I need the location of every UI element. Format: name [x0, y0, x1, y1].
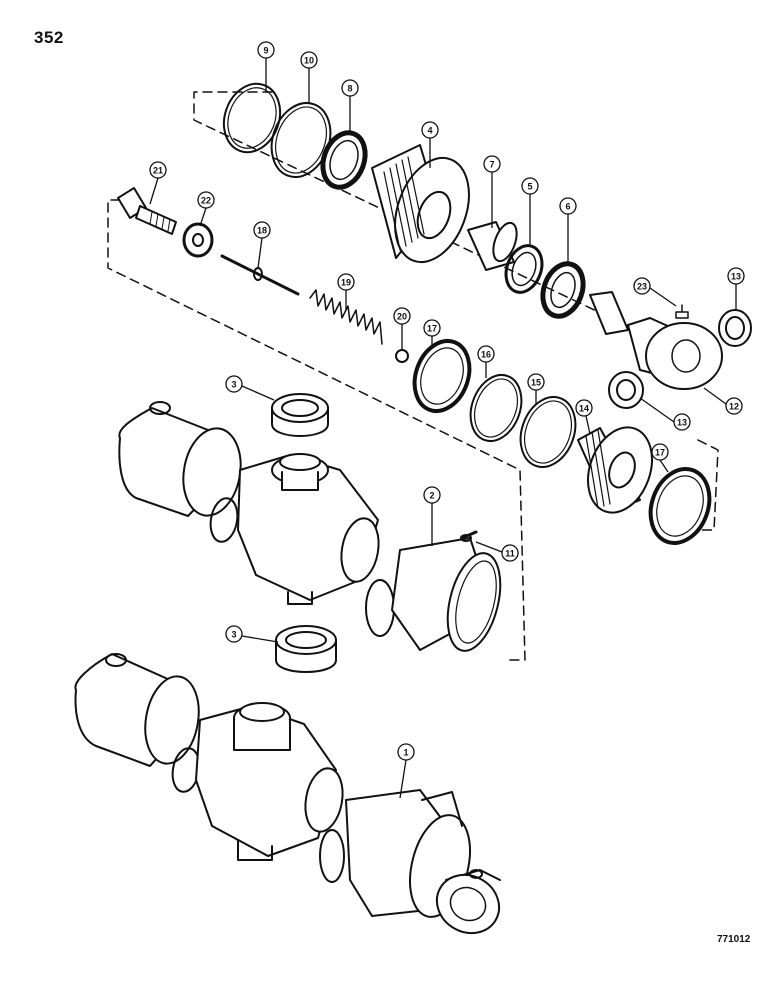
callout-label: 8 [347, 84, 352, 94]
callout-17-lower: 17 [651, 443, 669, 473]
callout-2: 2 [423, 486, 441, 546]
callout-13-upper: 13 [727, 267, 745, 310]
callout-20: 20 [393, 307, 411, 350]
callout-label: 17 [427, 324, 437, 334]
dashed-bracket-right [697, 439, 719, 531]
callout-7: 7 [483, 155, 501, 228]
part-5-wiper [504, 244, 544, 294]
callout-label: 7 [489, 160, 494, 170]
part-17-ring-upper [412, 339, 472, 413]
callout-3-lower: 3 [225, 625, 279, 643]
part-12-rod-eye [589, 291, 723, 390]
callout-label: 22 [201, 196, 211, 206]
callout-label: 13 [731, 272, 741, 282]
callout-label: 13 [677, 418, 687, 428]
part-17-ring-lower [648, 467, 712, 545]
callout-10: 10 [300, 51, 318, 104]
callout-label: 5 [527, 182, 532, 192]
callout-6: 6 [559, 197, 577, 264]
callout-label: 20 [397, 312, 407, 322]
callout-label: 1 [403, 748, 408, 758]
part-11-screw [460, 530, 478, 542]
callout-label: 4 [427, 126, 432, 136]
callout-12: 12 [703, 387, 743, 415]
callout-22: 22 [197, 191, 215, 227]
part-9-o-ring [222, 82, 282, 154]
callout-label: 11 [505, 549, 515, 559]
callout-8: 8 [341, 79, 359, 134]
callout-label: 23 [637, 282, 647, 292]
callout-11: 11 [475, 541, 519, 562]
part-3-bushing-upper [271, 393, 329, 437]
callout-16: 16 [477, 345, 495, 378]
callout-label: 17 [655, 448, 665, 458]
part-6-seal [540, 261, 586, 319]
part-4-gland [371, 144, 470, 264]
callout-label: 15 [531, 378, 541, 388]
callout-14: 14 [575, 399, 593, 435]
callout-9: 9 [257, 41, 275, 92]
page-number: 352 [34, 28, 64, 47]
part-21-bolt [117, 187, 177, 235]
callout-label: 12 [729, 402, 739, 412]
callouts: 9 10 8 4 7 5 6 [149, 41, 745, 799]
part-3-bushing-lower [275, 625, 337, 673]
part-10-backup-ring [270, 102, 332, 178]
part-8-seal [320, 130, 368, 190]
part-1-cylinder-assembly [74, 653, 501, 935]
callout-21: 21 [149, 161, 167, 205]
part-7-bushing [467, 221, 518, 271]
callout-label: 16 [481, 350, 491, 360]
dashed-bracket-lower [107, 199, 526, 661]
part-20-ball [395, 349, 409, 363]
callout-23: 23 [633, 277, 677, 307]
callout-3-upper: 3 [225, 375, 275, 401]
part-2-barrel [365, 537, 502, 652]
part-15-ring [519, 396, 577, 468]
callout-19: 19 [337, 273, 355, 310]
callout-label: 9 [263, 46, 268, 56]
callout-1: 1 [397, 743, 415, 799]
callout-4: 4 [421, 121, 439, 168]
part-13-bushing-lower [608, 371, 644, 409]
part-22-washer [182, 222, 214, 258]
part-19-spring [309, 289, 383, 345]
callout-label: 14 [579, 404, 589, 414]
callout-label: 19 [341, 278, 351, 288]
callout-label: 6 [565, 202, 570, 212]
part-14-piston [577, 426, 653, 514]
callout-18: 18 [253, 221, 271, 269]
dashed-bracket-upper [193, 91, 705, 363]
callout-label: 18 [257, 226, 267, 236]
part-16-ring [469, 374, 523, 442]
callout-label: 3 [231, 630, 236, 640]
part-18-pin [220, 254, 300, 296]
callout-17-upper: 17 [423, 319, 441, 346]
callout-label: 10 [304, 56, 314, 66]
callout-label: 2 [429, 491, 434, 501]
callout-label: 3 [231, 380, 236, 390]
drawing-code: 771012 [717, 934, 751, 945]
callout-15: 15 [527, 373, 545, 404]
cylinder-upper-assembly [118, 401, 380, 605]
callout-13-lower: 13 [639, 397, 691, 431]
callout-5: 5 [521, 177, 539, 246]
part-13-bushing-upper [718, 309, 752, 347]
callout-label: 21 [153, 166, 163, 176]
